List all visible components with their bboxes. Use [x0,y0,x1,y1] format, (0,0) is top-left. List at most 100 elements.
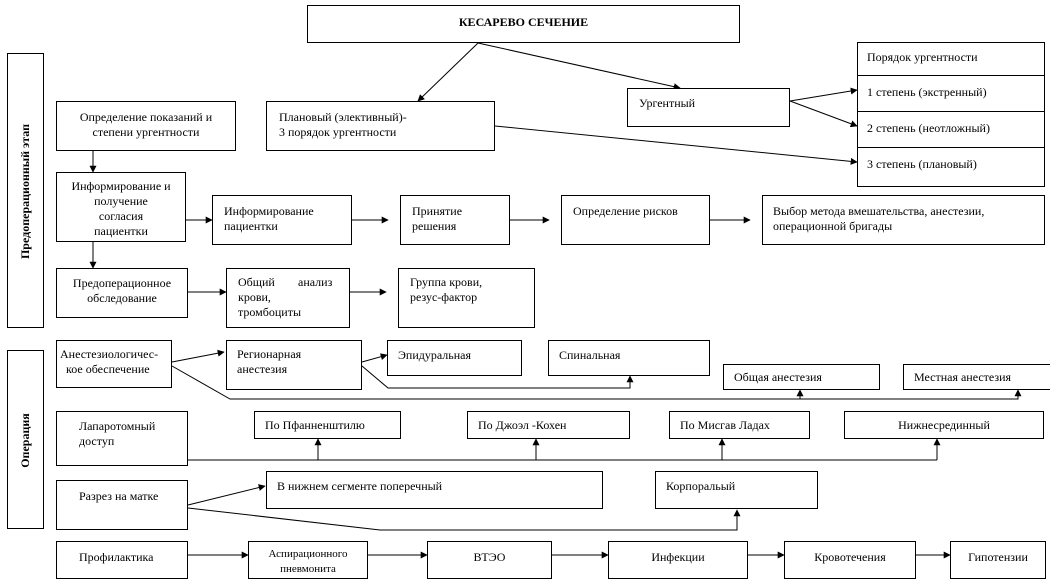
laparotomy-box: Лапаротомный доступ [56,411,188,466]
spinal-label: Спинальная [559,348,621,362]
laparotomy-line-2: доступ [79,434,115,448]
indications-line-1: Определение показаний и [79,110,213,124]
decision-line-2: решения [412,219,457,233]
blood-group-line-1: Группа крови, [410,275,483,289]
indications-line-2: степени ургентности [92,125,200,139]
arrow-anesth-local [230,389,1022,400]
urgency-divider-1 [858,75,1044,76]
blood-line-1b: анализ [298,275,333,289]
urgency-divider-2 [858,111,1044,112]
blood-group-line-2: резус-фактор [410,290,478,304]
uterine-incision-label: Разрез на матке [79,489,159,503]
arrow-incision-corporal [187,507,741,531]
infections-label: Инфекции [651,550,705,564]
urgency-divider-3 [858,147,1044,148]
regional-line-2: анестезия [237,362,288,376]
blood-line-3: тромбоциты [238,305,302,319]
inform-box: Информирование пациентки [212,195,352,245]
diagram-title: КЕСАРЕВО СЕЧЕНИЕ [458,15,589,29]
vte-label: ВТЭО [473,550,506,564]
planned-line-1: Плановый (элективный)- [279,110,407,124]
method-line-1: Выбор метода вмешательства, анестезии, [773,204,985,218]
corporal-box: Корпоральый [655,471,818,509]
general-anesthesia-label: Общая анестезия [734,370,822,384]
spinal-box: Спинальная [548,340,710,376]
laparotomy-line-1: Лапаротомный [79,419,156,433]
degree-2-label: 2 степень (неотложный) [867,121,990,135]
regional-line-1: Регионарная [237,347,302,361]
blood-line-1a: Общий [238,275,275,289]
aspiration-line-1: Аспирационного [268,548,348,560]
prophylaxis-label: Профилактика [79,550,154,564]
title-box: КЕСАРЕВО СЕЧЕНИЕ [307,5,740,43]
preop-exam-line-2: обследование [87,291,157,305]
uterine-incision-box: Разрез на матке [56,480,188,530]
aspiration-line-2: пневмонита [280,563,336,575]
consent-line-2: получение [94,194,148,208]
phase-operation-box: Операция [7,350,44,529]
consent-box: Информирование и получение согласия паци… [56,172,186,242]
pfannenstiel-box: По Пфанненштилю [254,411,401,439]
misgav-box: По Мисгав Ладах [669,411,810,439]
decision-line-1: Принятие [412,204,463,218]
epidural-box: Эпидуральная [387,340,522,376]
inform-line-1: Информирование [224,204,314,218]
corporal-label: Корпоральый [666,479,736,493]
consent-line-3: согласия [98,209,144,223]
hypotension-box: Гипотензии [950,541,1046,579]
urgency-group-box: Порядок ургентности 1 степень (экстренны… [857,42,1045,187]
arrow-incision-lower [187,484,266,506]
method-line-2: операционной бригады [773,219,893,233]
preop-exam-line-1: Предоперационное [72,276,172,290]
arrow-title-planned [417,42,479,102]
arrow-title-urgent [477,42,681,91]
general-anesthesia-box: Общая анестезия [723,364,880,390]
urgent-box: Ургентный [627,88,790,127]
urgency-order-label: Порядок ургентности [867,50,978,64]
degree-3-label: 3 степень (плановый) [867,157,977,171]
vte-box: ВТЭО [427,541,552,579]
arrow-regional-epidural [361,353,388,363]
misgav-label: По Мисгав Ладах [680,418,770,432]
arrow-planned-degree3 [494,125,858,165]
phase-preop-box: Предоперационный этап [7,53,44,328]
anesthesia-line-1: Анестезиологичес- [60,347,159,361]
epidural-label: Эпидуральная [398,348,472,362]
regional-box: Регионарная анестезия [226,340,362,390]
urgent-label: Ургентный [639,96,696,110]
anesthesia-box: Анестезиологичес- кое обеспечение [56,340,172,388]
aspiration-box: Аспирационного пневмонита [248,541,368,579]
pfannenstiel-label: По Пфанненштилю [265,418,365,432]
phase-preop-label: Предоперационный этап [18,123,32,260]
inform-line-2: пациентки [224,219,278,233]
risks-label: Определение рисков [573,204,678,218]
arrow-regional-spinal [361,365,634,389]
hypotension-label: Гипотензии [968,550,1028,564]
decision-box: Принятие решения [400,195,510,245]
midline-box: Нижнесрединный [844,411,1044,439]
planned-line-2: 3 порядок ургентности [279,125,397,139]
bleeding-label: Кровотечения [814,550,886,564]
consent-line-4: пациентки [94,224,148,238]
local-anesthesia-label: Местная анестезия [914,370,1012,384]
anesthesia-line-2: кое обеспечение [66,362,150,376]
arrow-urgent-degree1 [789,87,858,102]
consent-line-1: Информирование и [71,179,171,193]
infections-box: Инфекции [608,541,748,579]
method-box: Выбор метода вмешательства, анестезии, о… [762,195,1045,245]
risks-box: Определение рисков [561,195,710,245]
blood-line-2: крови, [238,290,271,304]
lower-segment-box: В нижнем сегменте поперечный [266,471,603,509]
arrow-anesth-regional [171,349,225,363]
prophylaxis-box: Профилактика [56,541,188,579]
midline-label: Нижнесрединный [898,418,990,432]
bleeding-box: Кровотечения [784,541,916,579]
phase-operation-label: Операция [18,413,32,468]
blood-group-box: Группа крови, резус-фактор [398,268,535,328]
planned-box: Плановый (элективный)- 3 порядок ургентн… [266,101,495,151]
indications-box: Определение показаний и степени ургентно… [56,101,236,151]
local-anesthesia-box: Местная анестезия [903,364,1050,390]
preop-exam-box: Предоперационное обследование [56,268,188,318]
